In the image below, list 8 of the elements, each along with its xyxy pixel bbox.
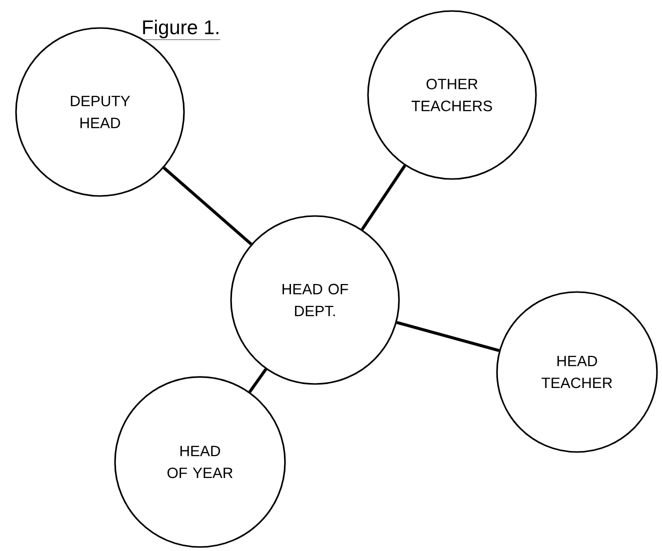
circle-node: HEAD TEACHER — [496, 291, 658, 453]
connector-line — [360, 164, 406, 230]
circle-node: OTHER TEACHERS — [367, 10, 537, 180]
connector-line — [396, 321, 500, 352]
circle-node: HEAD OF DEPT. — [230, 215, 400, 385]
connector-line — [162, 166, 252, 246]
connector-line — [248, 368, 268, 393]
circle-node: HEAD OF YEAR — [114, 376, 286, 548]
